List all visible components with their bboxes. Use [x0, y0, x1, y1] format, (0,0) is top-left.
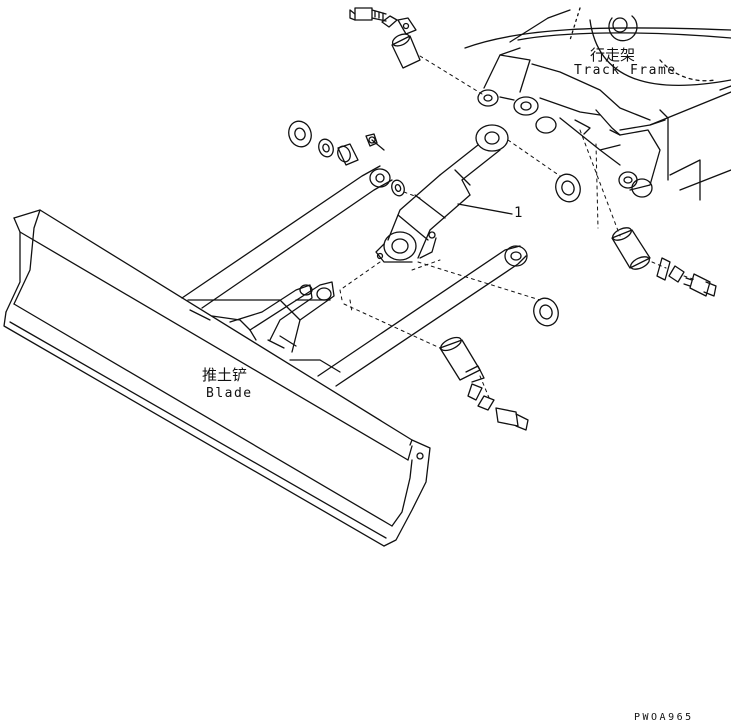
blade-pin — [439, 336, 485, 383]
blade — [3, 209, 431, 547]
frame-pin-washer — [668, 265, 685, 283]
blade-pin-lock-plate — [467, 383, 483, 401]
blade-label-en: Blade — [206, 386, 253, 401]
hydraulic-cylinder — [375, 124, 509, 263]
part-leader-line — [457, 203, 513, 215]
frame-pin-lock-plate — [656, 257, 671, 281]
arm-spacer-ring — [391, 179, 405, 197]
frame-mount-bracket — [477, 47, 666, 198]
blade-crossbar — [187, 281, 341, 373]
blade-pin-washer — [477, 395, 495, 411]
alignment-lines — [339, 55, 697, 401]
cylinder-spacer-ring — [533, 297, 559, 327]
right-blade-arm — [317, 245, 528, 387]
part-number-label: 1 — [514, 205, 523, 221]
track-frame-label-cn: 行走架 — [590, 46, 636, 64]
track-frame — [464, 7, 731, 201]
drawing-code: PWOA965 — [634, 712, 694, 723]
top-bolt — [349, 7, 387, 22]
grease-fitting — [365, 133, 385, 151]
frame-pin-bolt — [683, 273, 717, 297]
bushing-ring-small — [318, 138, 334, 158]
left-blade-arm — [181, 165, 393, 309]
top-washer — [381, 15, 398, 28]
frame-pin — [611, 227, 651, 270]
blade-pin-bolt — [495, 407, 529, 431]
frame-spacer-ring — [555, 173, 581, 203]
blade-label-cn: 推土铲 — [202, 366, 248, 384]
top-pin — [391, 33, 421, 69]
top-lock-plate — [397, 17, 417, 35]
bushing-ring-large — [288, 120, 312, 148]
track-frame-label-en: Track Frame — [574, 63, 677, 78]
bushing-sleeve — [337, 143, 359, 166]
